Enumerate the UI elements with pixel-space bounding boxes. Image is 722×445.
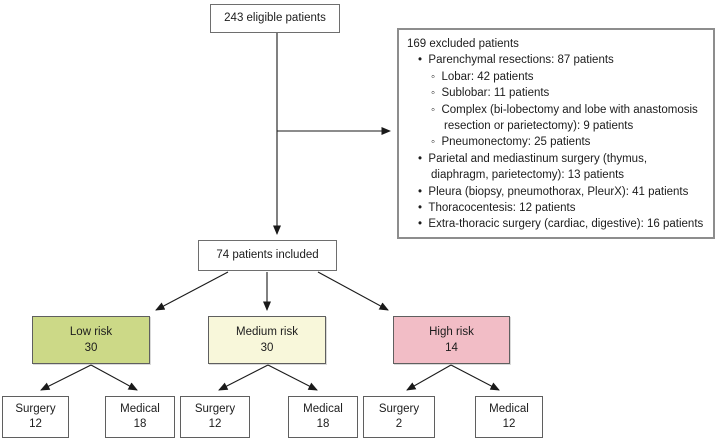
high-risk-medical-box: Medical 12 [475,396,543,438]
connector-high-to-surgery [406,364,452,391]
included-patients-box: 74 patients included [198,240,337,271]
excluded-patients-title: 169 excluded patients [407,38,519,50]
outcome-label: Medical [303,403,343,415]
outcome-count: 12 [29,418,42,430]
medium-risk-group-box: Medium risk 30 [208,316,326,364]
excluded-item: Pneumonectomy: 25 patients [407,134,705,150]
excluded-item: Parenchymal resections: 87 patients [407,52,705,68]
excluded-item: Complex (bi-lobectomy and lobe with anas… [407,102,705,135]
medium-risk-count: 30 [260,342,274,354]
excluded-item: Parietal and mediastinum surgery (thymus… [407,151,705,184]
outcome-count: 2 [395,418,403,430]
low-risk-medical-box: Medical 18 [105,396,175,438]
outcome-count: 18 [316,418,330,430]
connector-high-to-medical [450,364,500,391]
outcome-label: Surgery [15,403,56,415]
low-risk-label: Low risk [69,326,113,338]
connector-included-to-low [155,271,229,311]
outcome-label: Medical [489,403,529,415]
excluded-item: Lobar: 42 patients [407,69,705,85]
excluded-item: Thoracocentesis: 12 patients [407,200,705,216]
included-patients-label: 74 patients included [216,249,319,261]
eligible-patients-label: 243 eligible patients [224,12,326,24]
medium-risk-medical-box: Medical 18 [288,396,358,438]
connector-included-to-high [317,271,389,311]
high-risk-group-box: High risk 14 [393,316,510,364]
excluded-item: Extra-thoracic surgery (cardiac, digesti… [407,216,705,232]
excluded-patients-list: Parenchymal resections: 87 patients Loba… [407,52,705,232]
outcome-count: 18 [133,418,147,430]
outcome-label: Surgery [194,403,236,415]
outcome-label: Surgery [378,403,420,415]
eligible-patients-box: 243 eligible patients [210,4,340,33]
low-risk-count: 30 [84,342,98,354]
medium-risk-surgery-box: Surgery 12 [180,396,250,438]
high-risk-label: High risk [429,326,474,338]
outcome-count: 12 [208,418,222,430]
high-risk-count: 14 [445,342,458,354]
outcome-count: 12 [502,418,516,430]
connector-medium-to-medical [267,364,318,391]
connector-low-to-medical [90,364,138,391]
excluded-patients-box: 169 excluded patients Parenchymal resect… [397,28,715,239]
low-risk-surgery-box: Surgery 12 [2,396,69,438]
low-risk-group-box: Low risk 30 [32,316,150,364]
excluded-item: Pleura (biopsy, pneumothorax, PleurX): 4… [407,184,705,200]
connector-medium-to-surgery [218,364,269,391]
excluded-item: Sublobar: 11 patients [407,85,705,101]
high-risk-surgery-box: Surgery 2 [363,396,435,438]
connector-low-to-surgery [40,364,92,391]
medium-risk-label: Medium risk [236,326,298,338]
outcome-label: Medical [120,403,160,415]
